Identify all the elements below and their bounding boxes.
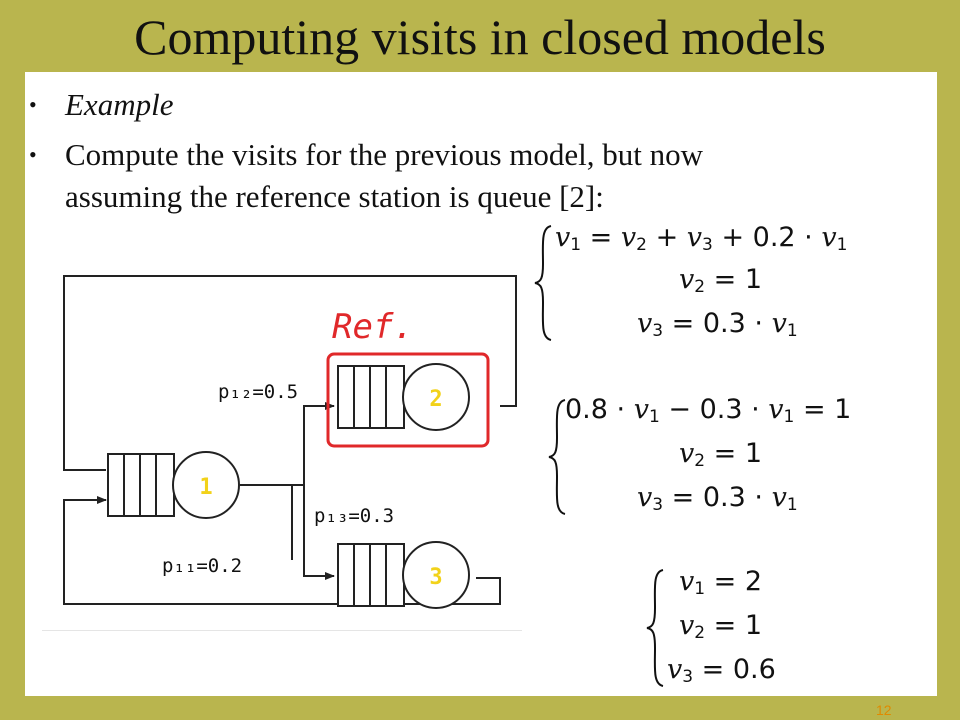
- diagram-bottom-rule: [42, 630, 522, 631]
- bullet-dot: •: [29, 142, 37, 167]
- system1-eq3: v3 = 0.3 · v1: [637, 308, 798, 341]
- system1-brace: [534, 225, 552, 341]
- system2-brace: [548, 399, 566, 515]
- bullet-compute: • Compute the visits for the previous mo…: [25, 134, 905, 224]
- branch-to-3: [303, 485, 335, 580]
- bullet-text-line1: Compute the visits for the previous mode…: [65, 137, 704, 172]
- branch-to-2: [303, 402, 335, 485]
- loop-line-2-to-1: [63, 275, 517, 471]
- system2-eq2: v2 = 1: [679, 438, 763, 471]
- page-number: 12: [876, 702, 892, 718]
- station-2-label: 2: [429, 387, 442, 412]
- bullet-text-line2: assuming the reference station is queue …: [65, 179, 604, 214]
- system1: v1 = v2 + v3 + 0.2 · v1 v2 = 1 v3 = 0.3 …: [553, 222, 933, 352]
- loop-line-3-to-1: [63, 496, 501, 605]
- system2-eq1: 0.8 · v1 − 0.3 · v1 = 1: [565, 394, 852, 427]
- system3-brace: [646, 569, 664, 687]
- system1-eq1: v1 = v2 + v3 + 0.2 · v1: [555, 222, 848, 255]
- system2-eq3: v3 = 0.3 · v1: [637, 482, 798, 515]
- bullet-dot: •: [29, 92, 37, 117]
- system1-eq2: v2 = 1: [679, 264, 763, 297]
- station-1-label: 1: [199, 475, 212, 500]
- p11-label: p₁₁=0.2: [162, 555, 242, 577]
- system2: 0.8 · v1 − 0.3 · v1 = 1 v2 = 1 v3 = 0.3 …: [565, 394, 935, 524]
- station-1: 1: [107, 451, 240, 519]
- system3-eq3: v3 = 0.6: [667, 654, 776, 687]
- system3-eq2: v2 = 1: [679, 610, 763, 643]
- reference-box: [326, 352, 490, 448]
- p13-label: p₁₃=0.3: [314, 505, 394, 527]
- bullet-example: • Example: [25, 84, 625, 126]
- system3-eq1: v1 = 2: [679, 566, 763, 599]
- p12-label: p₁₂=0.5: [218, 381, 298, 403]
- station-2: 2: [326, 352, 490, 448]
- ref-label: Ref.: [332, 307, 414, 347]
- bullet-text: Example: [65, 87, 174, 122]
- station-3: 3: [337, 541, 470, 609]
- system3: v1 = 2 v2 = 1 v3 = 0.6: [665, 566, 865, 694]
- slide-content: • Example • Compute the visits for the p…: [25, 72, 937, 696]
- station-3-label: 3: [429, 565, 442, 590]
- slide-title: Computing visits in closed models: [134, 9, 826, 65]
- queueing-network-diagram: 1 2 3 Ref. p₁₂=0.5 p₁₃=0.3 p₁₁=0.2: [63, 275, 517, 609]
